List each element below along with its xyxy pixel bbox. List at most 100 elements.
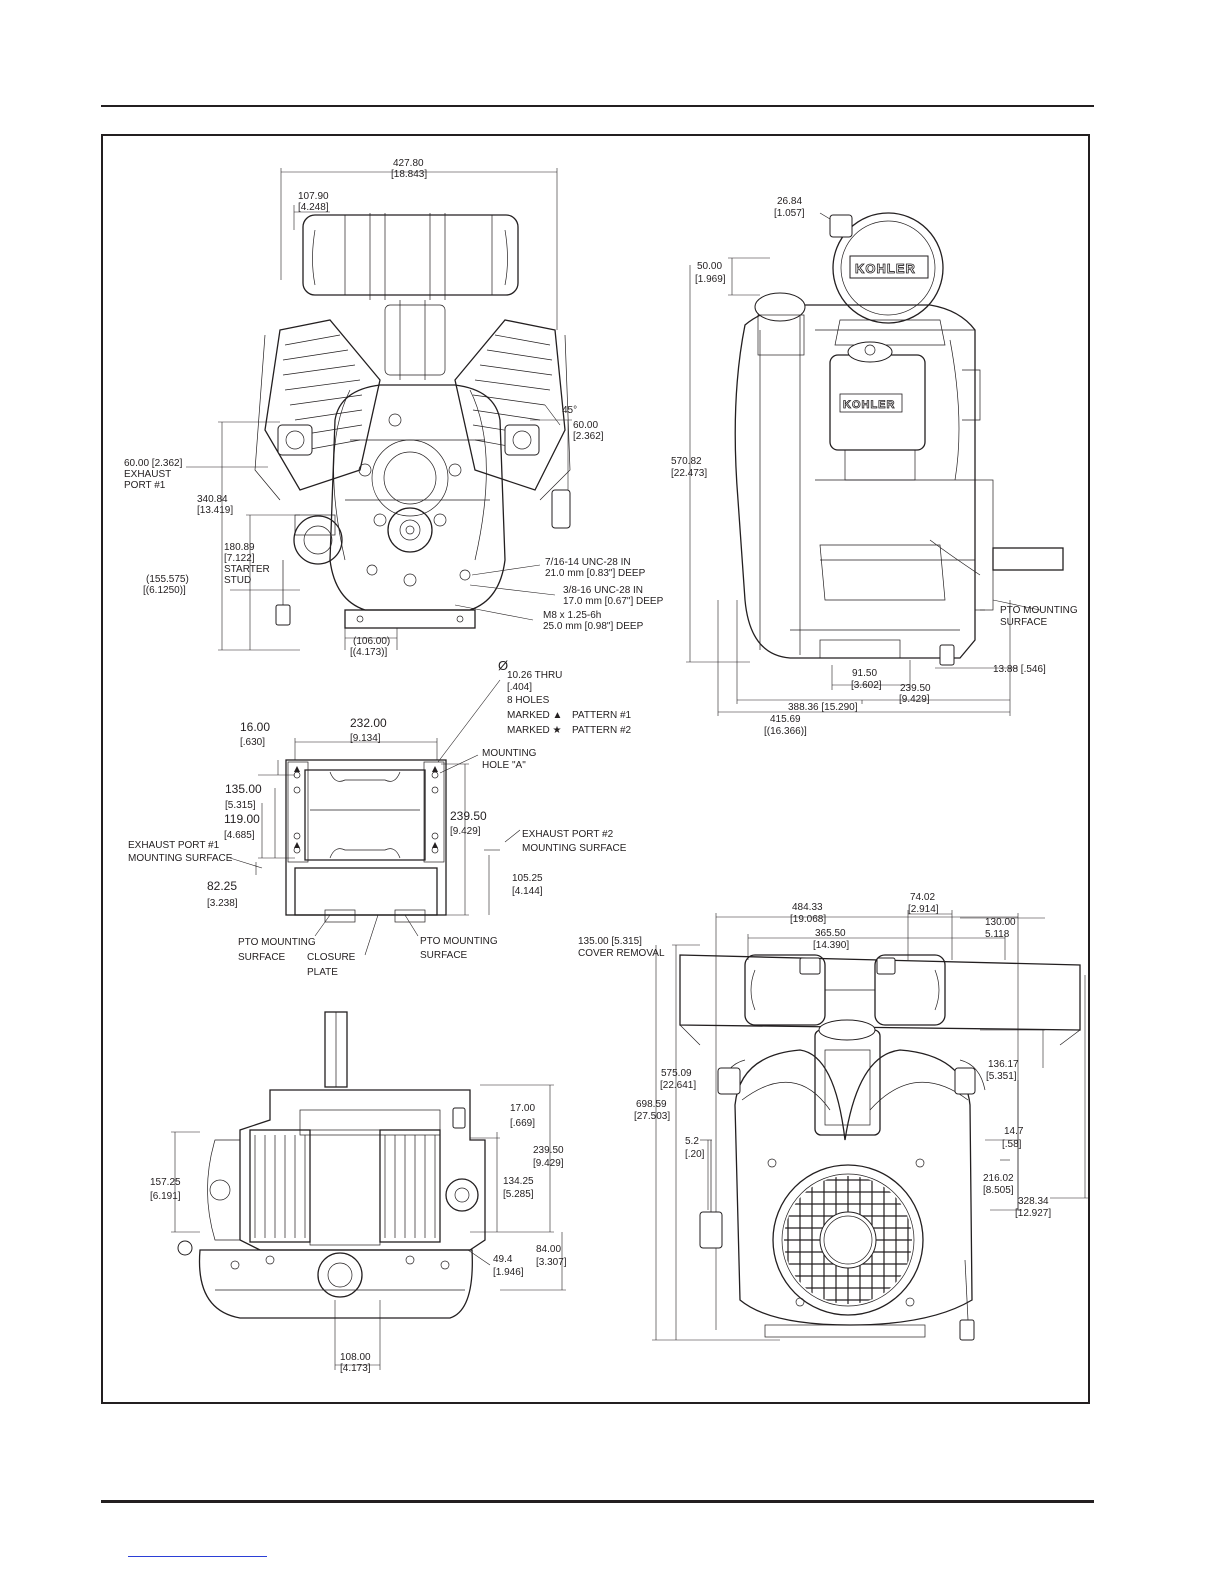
dim-340-84: 340.84 xyxy=(197,494,228,505)
dim-9-429-base: [9.429] xyxy=(450,826,481,837)
dim-108-00: 108.00 xyxy=(340,1352,371,1363)
label-3-8-16-unc: 3/8-16 UNC-28 IN xyxy=(563,585,643,596)
dim-107-90: 107.90 xyxy=(298,191,329,202)
dim-91-50: 91.50 xyxy=(852,668,877,679)
dim-50-00: 50.00 xyxy=(697,261,722,272)
dim-16-366: [(16.366)] xyxy=(764,726,807,737)
dim-26-84: 26.84 xyxy=(777,196,802,207)
label-mounting-surface-1: MOUNTING SURFACE xyxy=(128,853,233,864)
dim-484-33: 484.33 xyxy=(792,902,823,913)
dim-575-09: 575.09 xyxy=(661,1068,692,1079)
dim-135-00: 135.00 xyxy=(225,782,262,796)
front-view: 427.80 [18.843] 107.90 [4.248] 45° 60.00… xyxy=(124,158,664,658)
label-starter: STARTER xyxy=(224,564,270,575)
dim-427-80: 427.80 xyxy=(393,158,424,169)
dim-1-946: [1.946] xyxy=(493,1267,524,1278)
dim-239-50-base: 239.50 xyxy=(450,809,487,823)
drawing-frame xyxy=(101,134,1090,1404)
dim-12-927: [12.927] xyxy=(1015,1208,1051,1219)
label-surface-side: SURFACE xyxy=(1000,617,1048,628)
dim-5-351: [5.351] xyxy=(986,1071,1017,1082)
dim-6-191: [6.191] xyxy=(150,1191,181,1202)
dim-60-00-right: 60.00 xyxy=(573,420,598,431)
label-17-0-mm-deep: 17.0 mm [0.67"] DEEP xyxy=(563,596,664,607)
label-cover-removal: COVER REMOVAL xyxy=(578,948,665,959)
label-port-1: PORT #1 xyxy=(124,480,166,491)
dim-669: [.669] xyxy=(510,1118,535,1129)
dim-119-00: 119.00 xyxy=(224,812,260,826)
label-surface-right: SURFACE xyxy=(420,950,468,961)
dim-630: [.630] xyxy=(240,737,265,748)
dim-13-419: [13.419] xyxy=(197,505,233,516)
label-marked-triangle: MARKED ▲ xyxy=(507,710,562,721)
dim-1-057: [1.057] xyxy=(774,208,805,219)
label-m8-thread: M8 x 1.25-6h xyxy=(543,610,601,621)
dim-4-685: [4.685] xyxy=(224,830,255,841)
dim-27-503: [27.503] xyxy=(634,1111,670,1122)
label-plate: PLATE xyxy=(307,967,338,978)
label-pattern-2: PATTERN #2 xyxy=(572,725,632,736)
label-exhaust: EXHAUST xyxy=(124,469,171,480)
dim-134-25: 134.25 xyxy=(503,1176,534,1187)
dim-17-00: 17.00 xyxy=(510,1103,535,1114)
dim-3-307: [3.307] xyxy=(536,1257,567,1268)
label-surface-left: SURFACE xyxy=(238,952,286,963)
dim-5-2: 5.2 xyxy=(685,1136,699,1147)
dim-3-238: [3.238] xyxy=(207,898,238,909)
dim-106-00: (106.00) xyxy=(353,636,390,647)
label-25-0-mm-deep: 25.0 mm [0.98"] DEEP xyxy=(543,621,644,632)
dim-388-36: 388.36 [15.290] xyxy=(788,702,858,713)
dim-4-173-top: [4.173] xyxy=(340,1363,371,1374)
side-view: KOHLER KOHLER 26.84 [1.057] 50.00 [1.969… xyxy=(671,196,1078,737)
label-pattern-1: PATTERN #1 xyxy=(572,710,632,721)
dim-180-89: 180.89 xyxy=(224,542,255,553)
dim-4-248: [4.248] xyxy=(298,202,329,213)
base-view: Ø 10.26 THRU [.404] 8 HOLES MARKED ▲ PAT… xyxy=(128,658,632,978)
dim-415-69: 415.69 xyxy=(770,714,801,725)
footer-link-underline[interactable] xyxy=(128,1556,267,1557)
dim-239-50-side: 239.50 xyxy=(900,683,931,694)
dim-74-02: 74.02 xyxy=(910,892,935,903)
dim-20: [.20] xyxy=(685,1149,705,1160)
label-mounting-surface-2: MOUNTING SURFACE xyxy=(522,843,627,854)
dim-9-134: [9.134] xyxy=(350,733,381,744)
header-rule xyxy=(101,105,1094,107)
dim-82-25: 82.25 xyxy=(207,879,237,893)
label-mounting: MOUNTING xyxy=(482,748,537,759)
dim-84-00: 84.00 xyxy=(536,1244,561,1255)
dim-22-473: [22.473] xyxy=(671,468,707,479)
label-pto-mounting-side: PTO MOUNTING xyxy=(1000,605,1078,616)
label-exhaust-port-1: EXHAUST PORT #1 xyxy=(128,840,220,851)
dim-22-641: [22.641] xyxy=(660,1080,696,1091)
dim-60-00-exhaust: 60.00 [2.362] xyxy=(124,458,183,469)
dim-365-50: 365.50 xyxy=(815,928,846,939)
kohler-logo-circle: KOHLER xyxy=(855,261,916,276)
dim-157-25: 157.25 xyxy=(150,1177,181,1188)
label-exhaust-port-2: EXHAUST PORT #2 xyxy=(522,829,614,840)
dim-130-00: 130.00 xyxy=(985,917,1016,928)
label-marked-star: MARKED ★ xyxy=(507,725,562,736)
label-8-holes: 8 HOLES xyxy=(507,695,550,706)
dim-4-173-front: [(4.173)] xyxy=(350,647,387,658)
dim-105-25: 105.25 xyxy=(512,873,543,884)
dim-18-843: [18.843] xyxy=(391,169,427,180)
dim-2-362-right: [2.362] xyxy=(573,431,604,442)
label-pto-mounting-left: PTO MOUNTING xyxy=(238,937,316,948)
dim-135-00-cover: 135.00 [5.315] xyxy=(578,936,642,947)
diameter-symbol: Ø xyxy=(498,658,508,673)
dim-239-50-top: 239.50 xyxy=(533,1145,564,1156)
dim-4-144: [4.144] xyxy=(512,886,543,897)
dim-328-34: 328.34 xyxy=(1018,1196,1049,1207)
dim-5-285: [5.285] xyxy=(503,1189,534,1200)
label-pto-mounting-right: PTO MOUNTING xyxy=(420,936,498,947)
dim-45-deg: 45° xyxy=(562,405,577,416)
dim-1-969: [1.969] xyxy=(695,274,726,285)
dim-19-068: [19.068] xyxy=(790,914,826,925)
footer-rule xyxy=(101,1500,1094,1503)
label-21-0-mm-deep: 21.0 mm [0.83"] DEEP xyxy=(545,568,646,579)
dim-698-59: 698.59 xyxy=(636,1099,667,1110)
dim-216-02: 216.02 xyxy=(983,1173,1014,1184)
dim-2-914: [2.914] xyxy=(908,904,939,915)
dim-14-390: [14.390] xyxy=(813,940,849,951)
label-7-16-14-unc: 7/16-14 UNC-28 IN xyxy=(545,557,631,568)
